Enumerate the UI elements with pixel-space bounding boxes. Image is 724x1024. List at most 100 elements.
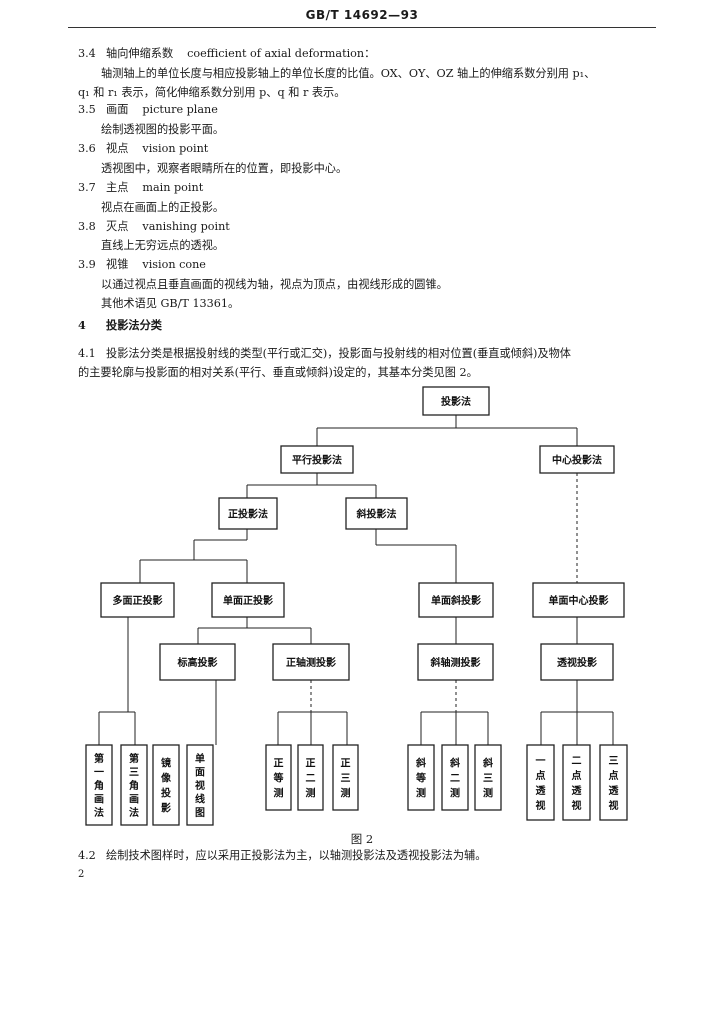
- leaf-node-2-label: 第三角画法: [129, 752, 139, 819]
- leaf-node-13-frame: [599, 744, 628, 821]
- central-single-node: 单面中心投影: [532, 582, 625, 618]
- para-4-1-line-2: 的主要轮廓与投影面的相对关系(平行、垂直或倾斜)设定的，其基本分类见图 2。: [78, 366, 478, 379]
- leaf-node-4-label: 单面视线图: [195, 752, 205, 819]
- leaf-node-7-frame: [332, 744, 359, 811]
- leaf-node-9: 斜二测: [441, 744, 469, 811]
- clause-text: 绘制透视图的投影平面。: [101, 123, 225, 136]
- leaf-node-11: 一点透视: [526, 744, 555, 821]
- para-4-1-text-1: 投影法分类是根据投射线的类型(平行或汇交)，投影面与投射线的相对位置(垂直或倾斜…: [106, 347, 571, 360]
- para-4-1-number: 4.1: [78, 347, 96, 360]
- clause-number: 3.9: [78, 258, 96, 271]
- oblique-axonometric-node: 斜轴测投影: [417, 643, 494, 681]
- leaf-node-8-label: 斜等测: [415, 757, 426, 800]
- clause-text: 以通过视点且垂直画面的视线为轴，视点为顶点，由视线形成的圆锥。: [101, 278, 448, 291]
- clause-title: 视锥: [106, 258, 129, 271]
- central-projection-node-label: 中心投影法: [552, 454, 602, 467]
- singleview-node-frame: [211, 582, 285, 618]
- oblique-projection-node-frame: [345, 497, 408, 530]
- perspective-node-frame: [540, 643, 614, 681]
- clause-text: q₁ 和 r₁ 表示，简化伸缩系数分别用 p、q 和 r 表示。: [78, 86, 346, 99]
- leaf-node-11-frame: [526, 744, 555, 821]
- ortho-axonometric-node-label: 正轴测投影: [286, 656, 336, 669]
- root-node: 投影法: [422, 386, 490, 416]
- leaf-node-7: 正三测: [332, 744, 359, 811]
- leaf-node-8: 斜等测: [407, 744, 435, 811]
- para-4-1-line-1: 4.1 投影法分类是根据投射线的类型(平行或汇交)，投影面与投射线的相对位置(垂直…: [78, 347, 571, 361]
- clause-text: 其他术语见 GB/T 13361。: [101, 297, 240, 310]
- multiview-node-frame: [100, 582, 175, 618]
- leaf-node-12-frame: [562, 744, 591, 821]
- clause-number: 3.6: [78, 142, 96, 155]
- clause-title: 视点: [106, 142, 129, 155]
- leaf-node-11-label: 一点透视: [536, 756, 547, 812]
- root-node-label: 投影法: [441, 395, 471, 408]
- leaf-node-6-label: 正二测: [306, 758, 316, 800]
- ortho-axonometric-node: 正轴测投影: [272, 643, 350, 681]
- perspective-node: 透视投影: [540, 643, 614, 681]
- clause-number: 3.5: [78, 103, 96, 116]
- leaf-node-2: 第三角画法: [120, 744, 148, 826]
- multiview-node-label: 多面正投影: [113, 594, 163, 607]
- clause-text: 轴测轴上的单位长度与相应投影轴上的单位长度的比值。OX、OY、OZ 轴上的伸缩系…: [101, 67, 596, 80]
- para-4-2-number: 4.2: [78, 849, 96, 862]
- leaf-node-5-frame: [265, 744, 292, 811]
- document-header: GB/T 14692—93: [305, 8, 419, 22]
- singleview-node: 单面正投影: [211, 582, 285, 618]
- header-rule: [68, 27, 656, 28]
- singleview-node-label: 单面正投影: [223, 594, 273, 607]
- central-projection-node: 中心投影法: [539, 445, 615, 474]
- indexed-projection-node: 标高投影: [159, 643, 236, 681]
- leaf-node-8-frame: [407, 744, 435, 811]
- clause-title: 主点: [106, 181, 129, 194]
- leaf-node-12: 二点透视: [562, 744, 591, 821]
- oblique-projection-node-label: 斜投影法: [356, 508, 397, 521]
- clause-heading: 3.6 视点 vision point: [78, 142, 208, 156]
- parallel-projection-node: 平行投影法: [280, 445, 354, 474]
- parallel-projection-node-frame: [280, 445, 354, 474]
- oblique-single-node: 单面斜投影: [418, 582, 494, 618]
- leaf-node-1-label: 第一角画法: [94, 752, 104, 819]
- leaf-node-3-frame: [152, 744, 180, 826]
- oblique-projection-node: 斜投影法: [345, 497, 408, 530]
- clause-text: 直线上无穷远点的透视。: [101, 239, 225, 252]
- page-number: 2: [78, 869, 85, 880]
- parallel-projection-node-label: 平行投影法: [292, 454, 342, 467]
- leaf-node-12-label: 二点透视: [572, 755, 583, 812]
- clause-title: 灭点: [106, 220, 129, 233]
- root-node-frame: [422, 386, 490, 416]
- oblique-single-node-label: 单面斜投影: [431, 594, 481, 607]
- leaf-node-1-frame: [85, 744, 113, 826]
- leaf-node-9-label: 斜二测: [449, 757, 460, 800]
- figure-caption: 图 2: [350, 832, 374, 846]
- leaf-node-6: 正二测: [297, 744, 324, 811]
- leaf-node-7-label: 正三测: [341, 758, 351, 800]
- oblique-single-node-frame: [418, 582, 494, 618]
- oblique-axonometric-node-frame: [417, 643, 494, 681]
- leaf-node-9-frame: [441, 744, 469, 811]
- ortho-axonometric-node-frame: [272, 643, 350, 681]
- multiview-node: 多面正投影: [100, 582, 175, 618]
- section-4-title: 投影法分类: [106, 318, 162, 332]
- leaf-node-10-frame: [474, 744, 502, 811]
- leaf-node-4-frame: [186, 744, 214, 826]
- indexed-projection-node-label: 标高投影: [177, 656, 218, 669]
- clause-english-term: coefficient of axial deformation：: [187, 47, 376, 60]
- perspective-node-label: 透视投影: [557, 656, 597, 669]
- clause-english-term: vision point: [142, 142, 209, 155]
- leaf-node-3-label: 镜像投影: [160, 757, 172, 815]
- clause-english-term: picture plane: [142, 103, 218, 116]
- leaf-node-3: 镜像投影: [152, 744, 180, 826]
- leaf-node-6-frame: [297, 744, 324, 811]
- clause-number: 3.8: [78, 220, 96, 233]
- clause-number: 3.7: [78, 181, 96, 194]
- orthographic-projection-node-frame: [218, 497, 278, 530]
- leaf-node-10-label: 斜三测: [482, 757, 493, 800]
- oblique-axonometric-node-label: 斜轴测投影: [430, 656, 481, 669]
- leaf-node-4: 单面视线图: [186, 744, 214, 826]
- indexed-projection-node-frame: [159, 643, 236, 681]
